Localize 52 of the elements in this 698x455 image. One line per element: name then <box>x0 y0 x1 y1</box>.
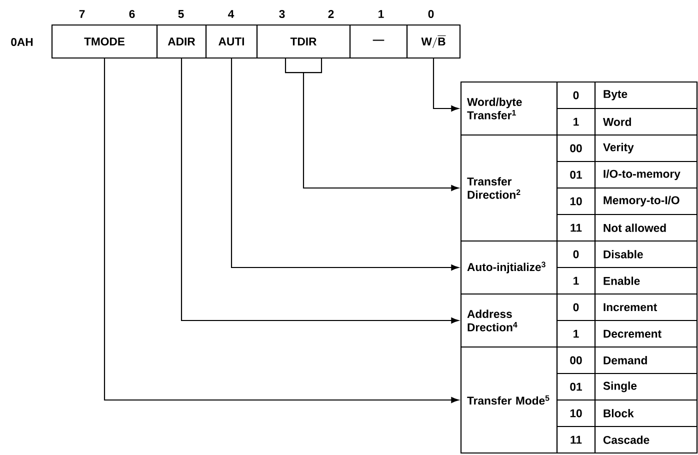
register-field: ADIR <box>156 24 207 59</box>
bit-number: 0 <box>428 10 434 18</box>
meaning-cell: I/O-to-memory <box>594 160 698 189</box>
meaning-cell: Byte <box>594 81 698 110</box>
code-cell: 1 <box>556 320 596 348</box>
register-field: AUTI <box>205 24 258 59</box>
bit-number: 2 <box>328 10 334 18</box>
meaning-cell: Not allowed <box>594 214 698 242</box>
field-name-cell: Transfer Direction$^{2}$ <box>460 134 558 242</box>
code-cell: 00 <box>556 346 596 374</box>
code-cell: 0 <box>556 293 596 322</box>
field-name-cell: Transfer Mode$^{5}$ <box>460 346 558 454</box>
code-cell: 10 <box>556 187 596 216</box>
arrow <box>302 72 459 191</box>
field-name-cell: Word/byte Transfer$^{1}$ <box>460 81 558 136</box>
meaning-cell: Block <box>594 399 698 428</box>
code-cell: 01 <box>556 160 596 189</box>
code-cell: 0 <box>556 81 596 110</box>
register-field: TMODE <box>51 24 158 59</box>
meaning-cell: Disable <box>594 240 698 268</box>
field-name-cell: Auto-injtialize$^{3}$ <box>460 240 558 295</box>
meaning-cell: Cascade <box>594 426 698 454</box>
meaning-cell: Decrement <box>594 320 698 348</box>
meaning-cell: Verity <box>594 134 698 162</box>
meaning-cell: Single <box>594 372 698 401</box>
register-field: — <box>349 24 408 59</box>
code-cell: 1 <box>556 266 596 295</box>
arrow <box>180 58 459 324</box>
meaning-cell: Demand <box>594 346 698 374</box>
arrow <box>104 58 459 403</box>
code-cell: 11 <box>556 426 596 454</box>
register-field: $\mathbf{W/\overline{B}}$ <box>406 24 461 59</box>
bit-number: 3 <box>279 10 285 18</box>
meaning-cell: Memory-to-I/O <box>594 187 698 216</box>
bit-number: 6 <box>129 10 135 18</box>
meaning-cell: Enable <box>594 266 698 295</box>
code-cell: 00 <box>556 134 596 162</box>
register-field: TDIR <box>256 24 351 59</box>
bit-number: 1 <box>378 10 384 18</box>
code-cell: 10 <box>556 399 596 428</box>
code-cell: 01 <box>556 372 596 401</box>
arrow <box>230 58 459 270</box>
bit-number: 4 <box>228 10 234 18</box>
bit-number: 5 <box>178 10 184 18</box>
arrow <box>432 58 459 112</box>
code-cell: 1 <box>556 108 596 136</box>
register-address: 0AH <box>11 38 33 46</box>
meaning-cell: Word <box>594 108 698 136</box>
field-name-cell: Address Drection$^{4}$ <box>460 293 558 348</box>
code-cell: 11 <box>556 214 596 242</box>
code-cell: 0 <box>556 240 596 268</box>
meaning-cell: Increment <box>594 293 698 322</box>
